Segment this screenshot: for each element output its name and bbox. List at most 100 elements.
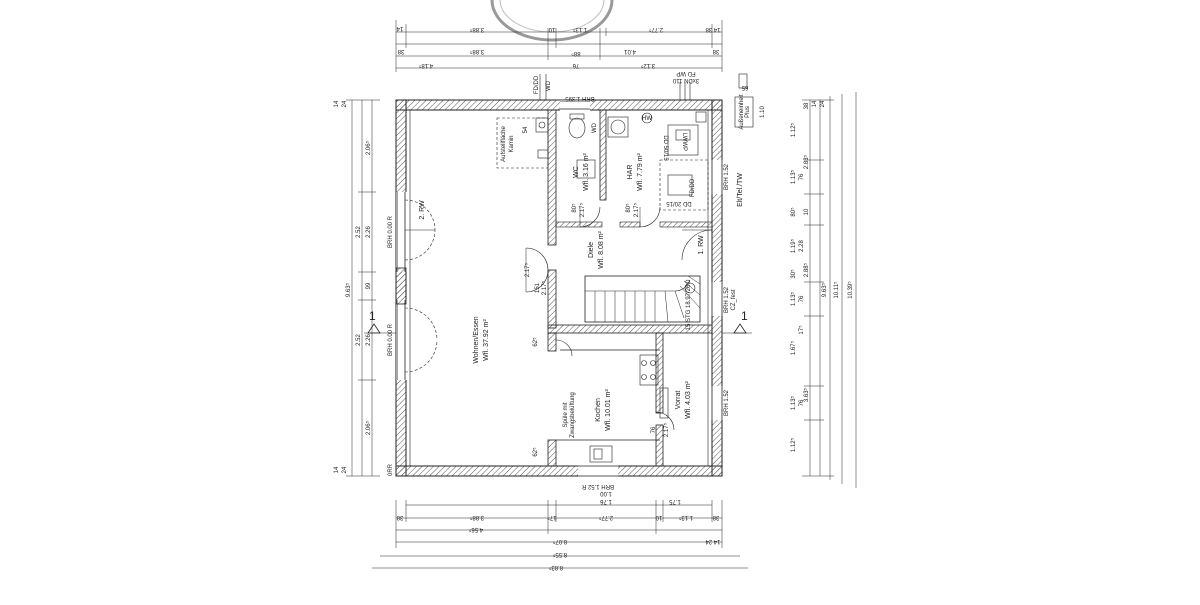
dim-right-22: 14 <box>812 100 818 107</box>
dim-int-3: 2.17⁵ <box>579 202 586 217</box>
annotation-labels: Aufstellfläche Kamin Spüle mit Zwangsbel… <box>369 70 766 489</box>
label-110: 1.10 <box>760 106 766 118</box>
label-brh-right-top: BRH 1.52 <box>724 163 730 190</box>
dim-int-2: 80⁵ <box>625 203 632 213</box>
dim-right-11: 76 <box>799 295 805 302</box>
dim-bottom-1: 1.75 <box>669 498 681 504</box>
dim-right-4: 10 <box>804 208 810 215</box>
dim-bottom-8: 1.13⁵ <box>678 514 693 521</box>
label-elt-tel-tw: Elt/Tel./TW <box>737 173 744 207</box>
label-wd-top: WD <box>546 80 552 91</box>
room-name-wc: WC <box>573 166 580 178</box>
dim-right-8: 30⁵ <box>790 269 797 279</box>
label-rw1: 1. RW <box>698 235 705 255</box>
dim-top-6: 14 38 <box>705 26 721 32</box>
dim-top-0: 14 <box>396 25 403 31</box>
dim-left-2: 2.26 <box>366 226 372 238</box>
dim-right-20: 10.39⁵ <box>847 281 854 299</box>
dim-right-21: 38 <box>804 102 810 109</box>
label-dn-110: 3xDN 110 <box>672 77 699 83</box>
dim-bottom-10: 4.56⁵ <box>468 526 483 533</box>
dim-top-12: 76 <box>572 62 579 68</box>
exterior-walls <box>395 99 723 477</box>
room-name-kochen: Kochen <box>595 398 602 422</box>
label-stairs: 15 STG 18.97/26.0 <box>686 279 692 330</box>
dimension-lines-right <box>802 92 857 488</box>
dim-left-7: 2.06⁵ <box>365 420 372 435</box>
label-lwwp: LWWP <box>681 133 687 151</box>
dim-int-11: 2.17⁵ <box>524 262 531 277</box>
dim-bottom-13: 8.55⁵ <box>552 551 567 558</box>
label-aussen-1: Außeneinheit <box>739 94 745 130</box>
dim-top-13: 88⁵ <box>571 50 581 57</box>
dim-left-11: 24 <box>342 466 348 473</box>
room-area-wc: Wfl. 3.16 m² <box>583 152 590 190</box>
wall-openings <box>395 100 723 477</box>
dim-left-0: 2.06⁵ <box>365 140 372 155</box>
label-section-left: 1 <box>369 309 376 323</box>
label-brh-left-top: BRH 0.00 R <box>388 215 394 248</box>
label-kamin: Kamin <box>509 135 515 152</box>
dim-int-6: 151 <box>535 282 541 293</box>
dim-right-10: 1.13⁵ <box>790 291 797 306</box>
dim-right-5: 80⁵ <box>790 207 797 217</box>
dim-right-9: 2.88⁵ <box>803 262 810 277</box>
label-rw2: 2. RW <box>419 200 426 220</box>
dim-bottom-0: 1.00 <box>600 490 612 496</box>
dimension-texts-interior: 54 80⁵ 80⁵ 2.17⁵ 2.17⁵ 2.17⁵ 151 62⁵ 62⁵… <box>523 126 670 457</box>
dim-right-15: 3.63⁵ <box>803 387 810 402</box>
dim-int-5: 2.17⁵ <box>541 280 548 295</box>
dim-bottom-4: 3.88⁵ <box>469 514 484 521</box>
dim-right-23: 24 <box>820 100 826 107</box>
dim-right-7: 2.28 <box>799 240 805 252</box>
label-brh-right-mid: BRH 1.52 <box>724 286 730 313</box>
dim-right-18: 9.63⁵ <box>821 282 828 297</box>
label-spuele-2: Zwangsbelüftung <box>570 392 576 438</box>
label-cz-fest: CZ_fest <box>731 289 737 310</box>
dim-left-8: 14 <box>334 100 340 107</box>
dim-top-2: 3.88⁵ <box>469 26 484 33</box>
room-area-diele: Wfl. 8.08 m² <box>598 230 605 268</box>
dim-bottom-5: 17⁵ <box>547 514 557 521</box>
dim-bottom-12: 8.07⁵ <box>552 538 567 545</box>
dim-bottom-9: 38 <box>712 514 719 520</box>
room-area-wohnen: Wfl. 37.92 m² <box>483 319 490 361</box>
dimension-texts-left: 2.06⁵ 2.52 2.26 99 2.26 2.52 9.63⁵ 2.06⁵… <box>334 100 372 473</box>
dim-int-10: 2.17⁵ <box>663 422 670 437</box>
label-fd-wp: FD WP <box>676 70 695 76</box>
dim-right-16: 76 <box>799 399 805 406</box>
label-hw: HW <box>642 116 652 122</box>
label-aufstellflaeche: Aufstellfläche <box>501 125 507 161</box>
dimension-lines-bottom <box>372 500 748 569</box>
dimension-lines-left <box>346 99 380 477</box>
dim-top-3: 10 <box>548 26 555 32</box>
dim-right-2: 76 <box>799 173 805 180</box>
dim-int-7: 62⁵ <box>532 337 539 347</box>
dim-int-1: 80⁵ <box>571 203 578 213</box>
dim-int-9: 76 <box>651 426 657 433</box>
dim-left-4: 2.26 <box>366 334 372 346</box>
staircase <box>584 275 701 323</box>
dim-int-0: 54 <box>523 126 529 133</box>
section-markers <box>364 323 752 334</box>
dim-top-11: 4.18⁵ <box>418 62 433 69</box>
dim-bottom-6: 2.77⁵ <box>598 514 613 521</box>
label-brh-left-bottom: BRH 0.00 R <box>388 323 394 356</box>
label-brh-bottom: BRH 1.52 R <box>581 483 614 489</box>
room-area-vorrat: Wfl. 4.03 m² <box>685 380 692 418</box>
dim-left-6: 9.63⁵ <box>345 282 352 297</box>
dim-top-9: 38 <box>712 48 719 54</box>
room-name-wohnen: Wohnen/Essen <box>473 316 480 363</box>
room-area-har: Wfl. 7.79 m² <box>637 152 644 190</box>
dim-top-5: 2.77⁵ <box>648 26 663 33</box>
label-brh-top: BRH 1.395 <box>565 95 595 101</box>
dim-right-14: 1.13⁵ <box>790 395 797 410</box>
outdoor-unit <box>539 73 754 128</box>
label-fd-dd-top: FD/DD <box>534 75 540 94</box>
label-65: 65 <box>741 84 748 90</box>
fixtures <box>496 111 709 463</box>
label-brh-right-low: BRH 1.52 <box>724 389 730 416</box>
label-wd-wc: WD <box>592 122 598 133</box>
